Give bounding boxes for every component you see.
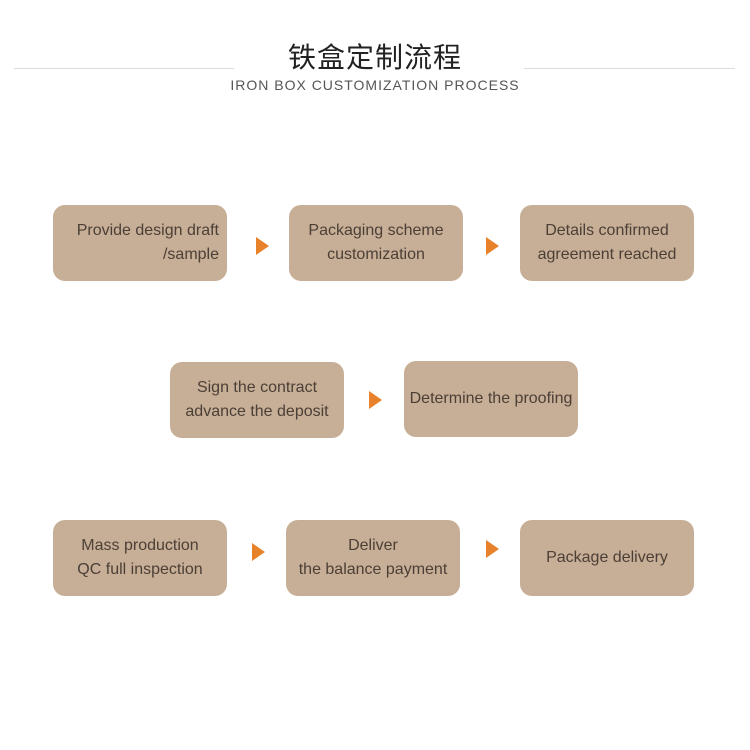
step-sign-contract: Sign the contract advance the deposit	[170, 362, 344, 438]
arrow-right-icon	[252, 543, 265, 561]
arrow-right-icon	[369, 391, 382, 409]
step-label-line1: Package delivery	[546, 549, 668, 566]
arrow-right-icon	[486, 540, 499, 558]
step-label-line2: the balance payment	[298, 561, 448, 578]
step-package-delivery: Package delivery	[520, 520, 694, 596]
step-label-line1: Provide design draft	[76, 222, 219, 239]
step-label-line1: Details confirmed	[545, 222, 669, 239]
arrow-right-icon	[256, 237, 269, 255]
step-mass-production: Mass production QC full inspection	[53, 520, 227, 596]
step-label-line1: Sign the contract	[196, 379, 318, 396]
step-label-line1: Packaging scheme	[308, 222, 444, 239]
step-label-line2: agreement reached	[537, 246, 677, 263]
step-details-confirmed: Details confirmed agreement reached	[520, 205, 694, 281]
step-label-line2: customization	[327, 246, 425, 263]
step-label-line2: advance the deposit	[185, 403, 329, 420]
arrow-right-icon	[486, 237, 499, 255]
step-label-line1: Deliver	[348, 537, 398, 554]
step-determine-proofing: Determine the proofing	[404, 361, 578, 437]
step-deliver-balance: Deliver the balance payment	[286, 520, 460, 596]
page-subtitle: IRON BOX CUSTOMIZATION PROCESS	[230, 77, 520, 93]
page-title: 铁盒定制流程	[287, 41, 462, 74]
step-label-line2: /sample	[162, 246, 219, 263]
step-label-line1: Mass production	[81, 537, 199, 554]
step-provide-design-draft: Provide design draft /sample	[53, 205, 227, 281]
header-divider-right	[524, 68, 735, 69]
step-label-line1: Determine the proofing	[409, 390, 573, 407]
step-packaging-scheme: Packaging scheme customization	[289, 205, 463, 281]
header-divider-left	[14, 68, 234, 69]
step-label-line2: QC full inspection	[77, 561, 203, 578]
